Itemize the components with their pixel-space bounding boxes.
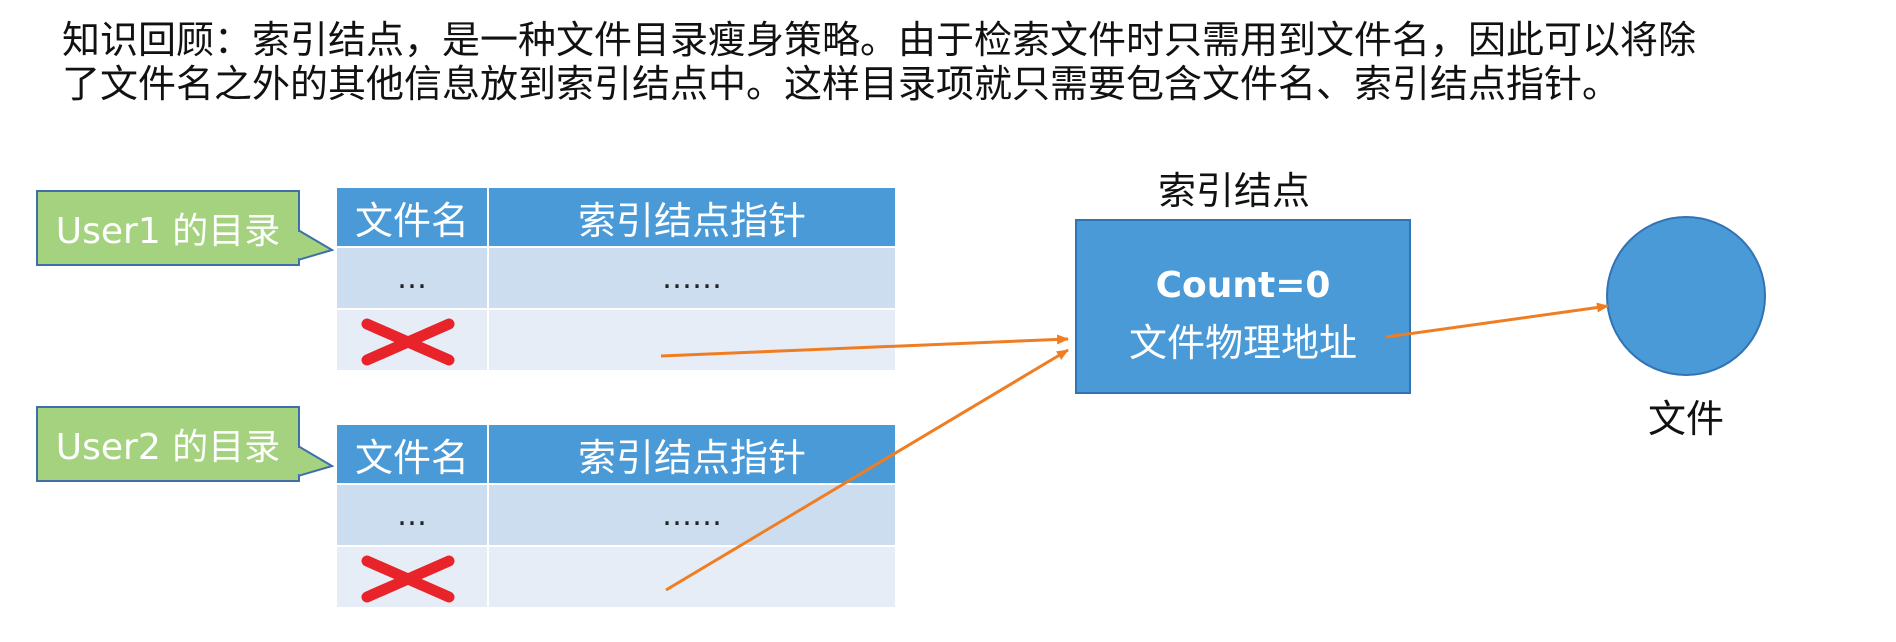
user1-pointer-arrow — [660, 334, 1069, 358]
cell-inode-pointer-source — [489, 310, 895, 370]
header-filename: 文件名 — [337, 188, 487, 246]
user1-directory-label: User1 的目录 — [55, 211, 281, 252]
deleted-entry-cell — [337, 310, 487, 370]
cell-filename: … — [337, 248, 487, 308]
user1-directory-callout: User1 的目录 — [36, 190, 334, 266]
header-inode-pointer: 索引结点指针 — [489, 188, 895, 246]
cell-inode-pointer-source — [489, 547, 895, 607]
inode-to-file-arrow — [1385, 302, 1609, 339]
inode-title: 索引结点 — [1158, 169, 1311, 213]
user1-directory-table: 文件名 索引结点指针 … …… — [335, 186, 897, 372]
intro-text: 知识回顾：索引结点，是一种文件目录瘦身策略。由于检索文件时只需用到文件名，因此可… — [62, 18, 1862, 106]
header-inode-pointer: 索引结点指针 — [489, 425, 895, 483]
cross-delete-icon — [361, 555, 455, 603]
header-filename: 文件名 — [337, 425, 487, 483]
deleted-entry-cell — [337, 547, 487, 607]
cross-delete-icon — [361, 318, 455, 366]
callout-tail-icon — [298, 444, 334, 478]
cell-inode-pointer: …… — [489, 248, 895, 308]
file-node — [1606, 216, 1766, 376]
inode-link-count: Count=0 — [1155, 265, 1331, 306]
callout-tail-icon — [298, 228, 334, 262]
cell-filename: … — [337, 485, 487, 545]
intro-line-1: 知识回顾：索引结点，是一种文件目录瘦身策略。由于检索文件时只需用到文件名，因此可… — [62, 18, 1697, 62]
inode-box: Count=0 文件物理地址 — [1075, 219, 1411, 394]
intro-line-2: 了文件名之外的其他信息放到索引结点中。这样目录项就只需要包含文件名、索引结点指针… — [62, 62, 1621, 106]
user2-pointer-arrow — [665, 348, 1069, 592]
inode-physical-address: 文件物理地址 — [1128, 321, 1357, 365]
file-label: 文件 — [1648, 397, 1725, 441]
user2-directory-callout: User2 的目录 — [36, 406, 334, 482]
user2-directory-label: User2 的目录 — [55, 427, 281, 468]
